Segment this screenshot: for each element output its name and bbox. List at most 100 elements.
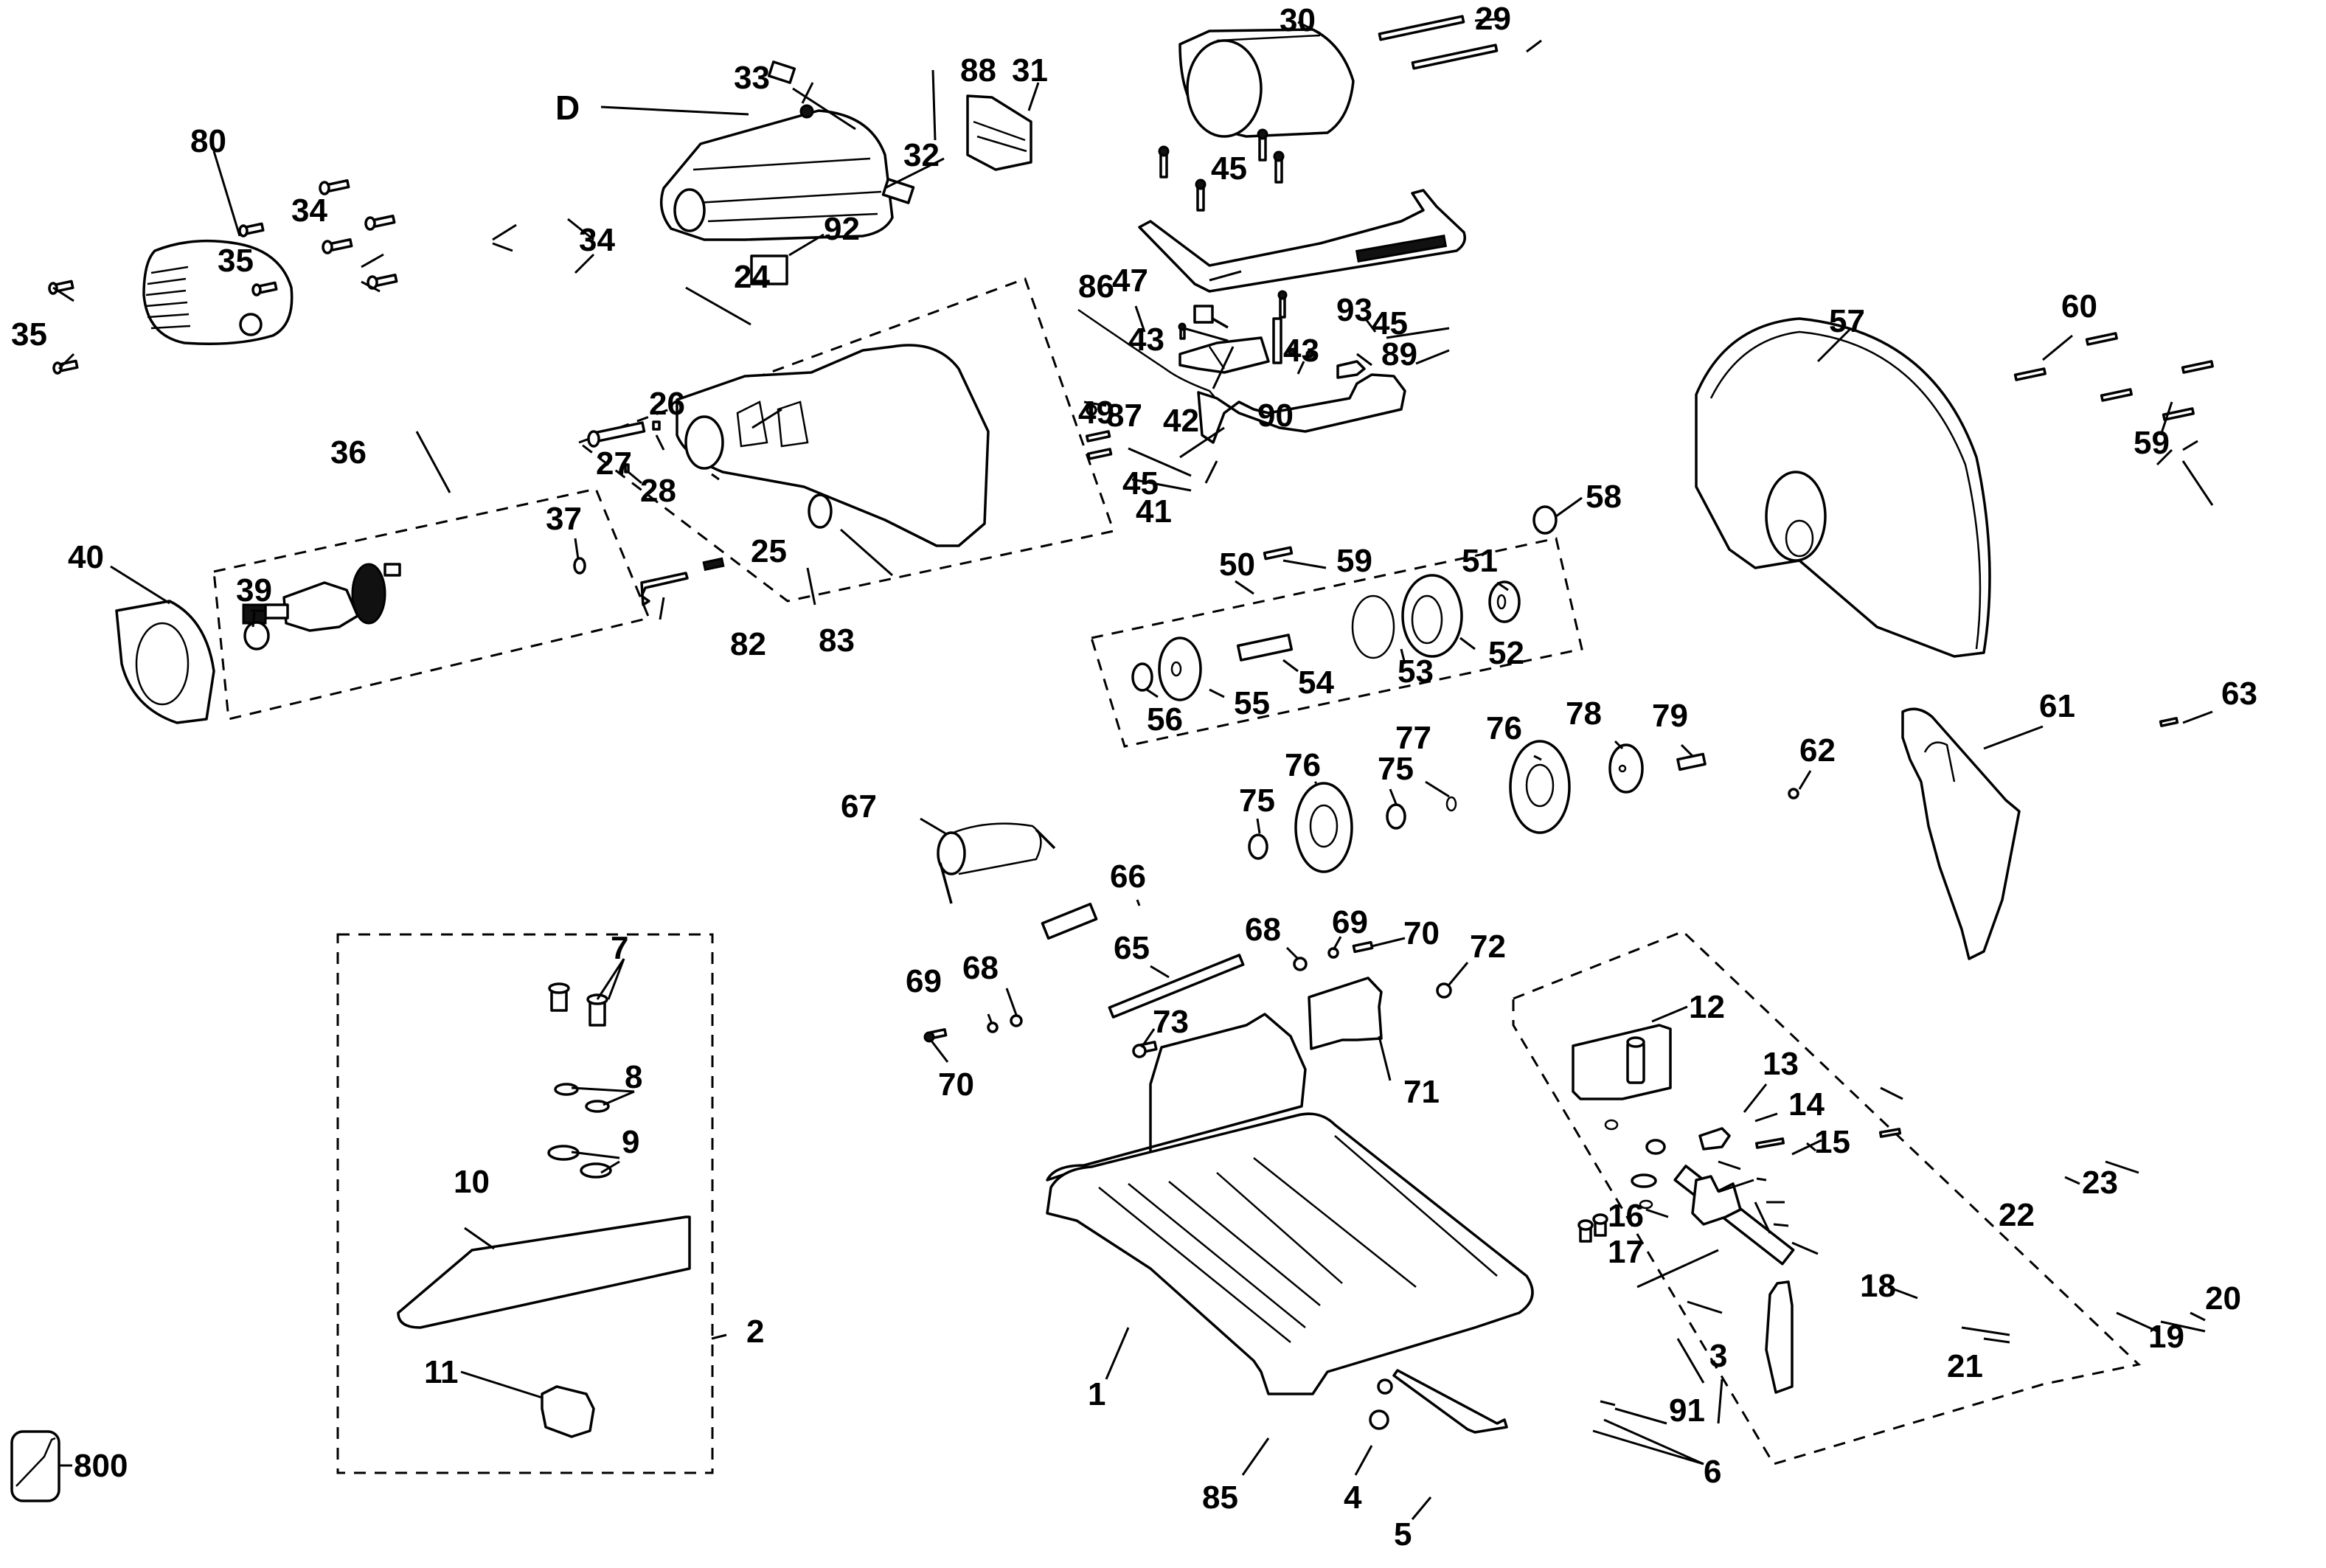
part-27-pivot-shaft[interactable] — [587, 421, 646, 448]
part-71-chain-bracket[interactable] — [1308, 976, 1383, 1050]
label-37: 37 — [546, 501, 582, 537]
part-7-screws[interactable] — [548, 982, 608, 1027]
part-51-bearing[interactable] — [1488, 580, 1521, 623]
label-49: 49 — [1078, 395, 1114, 431]
part-35-screws-middle[interactable] — [238, 222, 278, 296]
part-70-screw-right[interactable] — [1352, 940, 1374, 954]
part-70-screw-left[interactable] — [923, 1028, 948, 1043]
label-40: 40 — [68, 539, 104, 575]
part-14-vise-pin[interactable] — [1626, 1036, 1645, 1084]
label-29: 29 — [1475, 1, 1511, 37]
part-22-vise-latch[interactable] — [1698, 1127, 1731, 1151]
part-60-screw[interactable] — [2013, 367, 2046, 381]
label-91: 91 — [1669, 1392, 1705, 1429]
part-12-vise-bracket[interactable] — [1572, 1024, 1672, 1100]
part-5-hex-key[interactable] — [1392, 1369, 1508, 1434]
part-20-roll-pin[interactable] — [1878, 1128, 1902, 1138]
part-69-lock-washer-left[interactable] — [987, 1021, 999, 1033]
part-86-87-wire[interactable] — [1077, 308, 1218, 400]
part-82-lock-pin[interactable] — [640, 572, 689, 606]
part-13-retaining-ring[interactable] — [1604, 1119, 1619, 1131]
part-54-spindle[interactable] — [1236, 634, 1294, 662]
part-42-switch[interactable] — [1178, 336, 1270, 374]
part-8-lock-washers[interactable] — [554, 1083, 610, 1113]
label-83: 83 — [819, 622, 855, 659]
part-9-flat-washers[interactable] — [547, 1145, 612, 1179]
part-56-bearing[interactable] — [1131, 662, 1153, 692]
label-90: 90 — [1257, 398, 1294, 434]
part-72-nut[interactable] — [1436, 982, 1452, 999]
label-79: 79 — [1652, 698, 1688, 734]
part-32-brush-top[interactable] — [767, 60, 796, 84]
part-93-capacitor[interactable] — [1193, 305, 1229, 329]
label-4: 4 — [1344, 1479, 1362, 1516]
part-55-gear[interactable] — [1158, 636, 1202, 701]
part-33-motor-housing[interactable] — [659, 109, 894, 241]
part-30-field[interactable] — [1178, 28, 1355, 138]
part-57-upper-guard[interactable] — [1695, 317, 1991, 658]
part-90-wire[interactable] — [1272, 317, 1282, 364]
part-41-handle-half[interactable] — [1197, 373, 1406, 444]
label-7: 7 — [611, 930, 628, 966]
part-10-fence[interactable] — [397, 1215, 691, 1329]
label-11: 11 — [424, 1354, 459, 1390]
part-61-lower-guard[interactable] — [1901, 707, 2021, 960]
part-31-brush-holder[interactable] — [966, 94, 1032, 171]
part-29-long-screws[interactable] — [1378, 15, 1499, 70]
part-78-washer[interactable] — [1608, 743, 1644, 794]
part-24-gear-case[interactable] — [676, 344, 990, 547]
part-59-screws-right[interactable] — [2085, 332, 2214, 421]
part-43-screws[interactable] — [1178, 322, 1314, 358]
label-69-right: 69 — [1332, 904, 1368, 940]
part-65-pivot-pin[interactable] — [1108, 954, 1245, 1019]
part-40-baffle[interactable] — [115, 600, 215, 724]
part-68-washer-left[interactable] — [1010, 1014, 1023, 1027]
part-83-spring[interactable] — [702, 557, 725, 572]
part-76-flange-right[interactable] — [1509, 740, 1571, 834]
part-15-washer[interactable] — [1645, 1139, 1666, 1155]
label-68-right: 68 — [1245, 912, 1281, 948]
part-6-91-screws[interactable] — [1577, 1213, 1608, 1243]
part-58-bumper[interactable] — [1532, 505, 1558, 535]
part-19-vise-handle[interactable] — [1765, 1280, 1794, 1394]
part-39-bearing[interactable] — [243, 621, 270, 651]
part-66-sleeve[interactable] — [1041, 902, 1098, 940]
part-36-armature[interactable] — [242, 563, 401, 632]
part-63-screw[interactable] — [2159, 717, 2179, 727]
part-68-washer-right[interactable] — [1293, 957, 1308, 971]
part-800-service-tool[interactable] — [10, 1430, 60, 1502]
part-47-handle-cover[interactable] — [1138, 189, 1466, 293]
part-92-label[interactable] — [750, 254, 788, 285]
part-37-retainer[interactable] — [573, 557, 586, 575]
part-59-screw-middle[interactable] — [1263, 546, 1294, 561]
label-31: 31 — [1012, 52, 1048, 89]
part-26-pin[interactable] — [652, 420, 661, 431]
part-67-spring[interactable] — [937, 822, 1056, 904]
part-1-base[interactable] — [1046, 1013, 1534, 1430]
part-45-screws-right[interactable] — [1277, 290, 1288, 319]
part-11-fence-clamp[interactable] — [541, 1385, 595, 1438]
part-16-washer[interactable] — [1631, 1173, 1657, 1188]
part-53-o-ring[interactable] — [1351, 594, 1395, 659]
part-25-bearing[interactable] — [808, 493, 833, 529]
part-17-retaining-ring[interactable] — [1639, 1199, 1653, 1210]
part-52-bearing-housing[interactable] — [1401, 574, 1463, 658]
part-75-bearing-mid[interactable] — [1386, 803, 1406, 830]
part-76-flange-left[interactable] — [1294, 782, 1353, 873]
part-73-screw[interactable] — [1132, 1041, 1158, 1058]
part-62-nut[interactable] — [1788, 788, 1799, 799]
part-80-end-cap[interactable] — [142, 239, 294, 345]
part-77-retaining-ring[interactable] — [1445, 796, 1457, 812]
part-34-screws[interactable] — [319, 179, 398, 290]
part-28-pin[interactable] — [624, 463, 630, 473]
part-75-bearing-left[interactable] — [1248, 833, 1268, 860]
label-50: 50 — [1219, 547, 1255, 583]
label-62: 62 — [1799, 732, 1836, 769]
part-49-cord-clamp[interactable] — [1086, 404, 1097, 416]
part-88-spring[interactable] — [799, 104, 814, 119]
part-45-screws-top[interactable] — [1158, 128, 1285, 212]
part-79-arbor-bolt[interactable] — [1676, 752, 1707, 771]
part-45-screws-left[interactable] — [1085, 430, 1113, 460]
part-23-pin[interactable] — [1755, 1137, 1785, 1149]
part-89-cord-protector[interactable] — [1336, 360, 1366, 379]
